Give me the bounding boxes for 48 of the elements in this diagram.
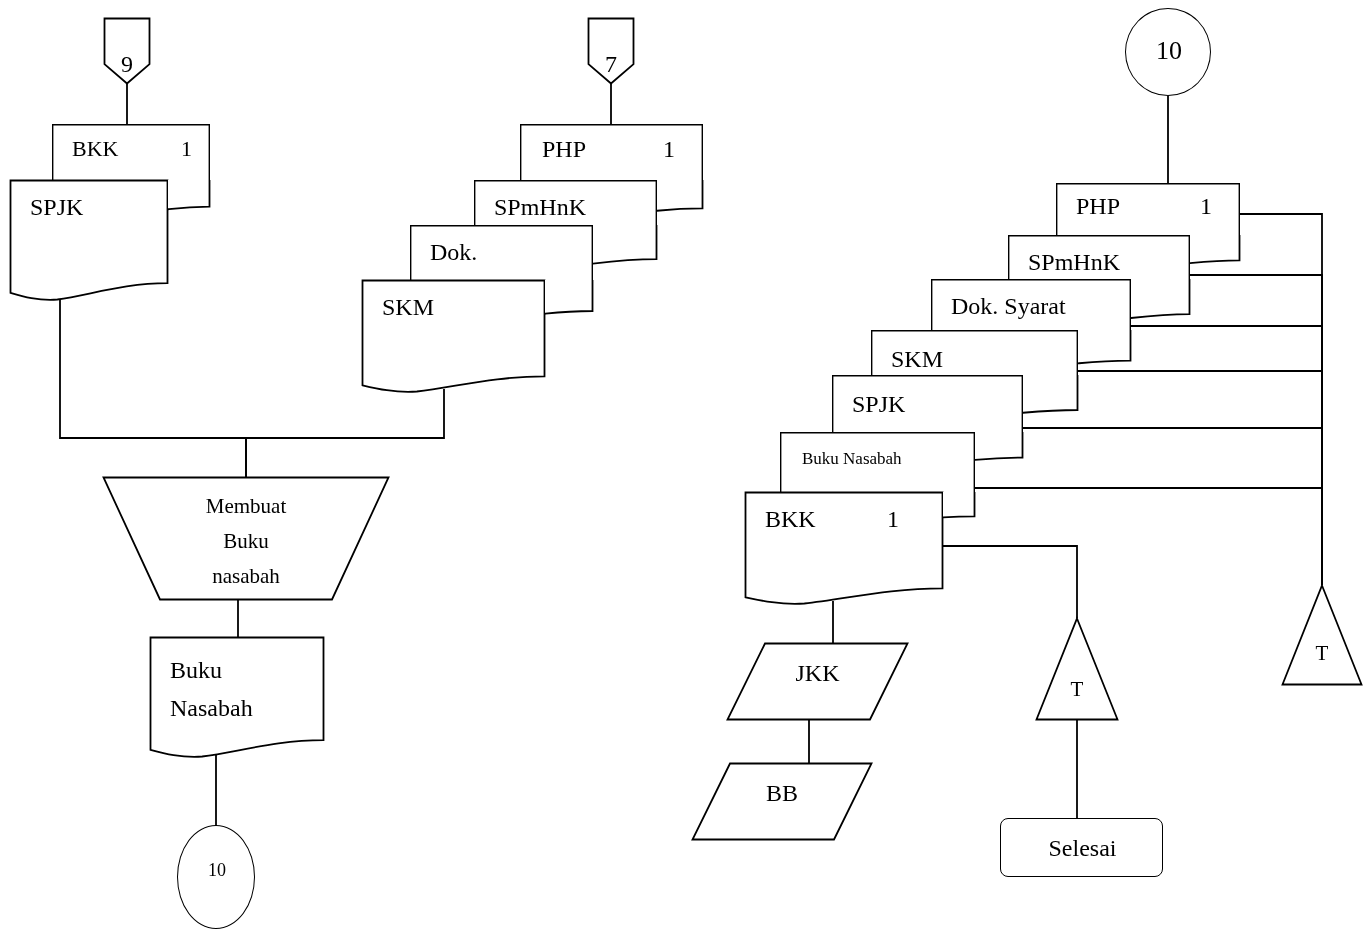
data-parallelogram <box>727 643 908 720</box>
document-shape <box>150 637 324 757</box>
node-label: SPmHnK <box>494 194 587 222</box>
node-label: Dok. Syarat <box>951 293 1066 321</box>
connector-line <box>1167 95 1169 184</box>
terminal-shape <box>1000 818 1163 877</box>
connector-line <box>245 388 445 478</box>
connector-line <box>832 600 834 644</box>
node-label: Dok. <box>430 239 478 267</box>
connector-line <box>1076 719 1078 819</box>
connector-line <box>215 753 217 826</box>
node-label: T <box>1069 675 1085 703</box>
node-label: 1 <box>1200 193 1212 221</box>
node-label: Selesai <box>1047 833 1118 863</box>
node-label: JKK <box>794 658 841 688</box>
node-label: Membuat Buku nasabah <box>204 493 288 590</box>
node-label: 1 <box>181 136 192 162</box>
connector-line <box>942 545 1078 619</box>
node-label: Buku Nasabah <box>802 449 902 469</box>
node-label: SKM <box>891 346 944 374</box>
node-label: SPJK <box>852 391 906 419</box>
node-label: BKK <box>765 506 816 534</box>
connector-line <box>808 719 810 764</box>
node-label: 1 <box>663 136 675 164</box>
node-label: 7 <box>604 50 618 80</box>
node-label: SPJK <box>30 194 84 222</box>
node-label: BKK <box>72 136 119 162</box>
connector-line <box>126 83 128 125</box>
offpage-connector <box>588 18 634 84</box>
node-label: 10 <box>1155 35 1183 68</box>
node-label: PHP <box>1076 193 1121 221</box>
connector-line <box>237 599 239 638</box>
node-label: SKM <box>382 294 435 322</box>
node-label: Buku Nasabah <box>170 656 254 723</box>
archive-triangle <box>1036 618 1118 720</box>
offpage-connector <box>104 18 150 84</box>
node-label: SPmHnK <box>1028 249 1121 277</box>
node-label: 1 <box>887 506 899 534</box>
node-label: PHP <box>542 136 587 164</box>
node-label: 10 <box>207 858 227 882</box>
node-label: T <box>1314 639 1330 667</box>
node-label: BB <box>765 778 799 808</box>
node-label: 9 <box>120 50 134 80</box>
archive-triangle <box>1282 585 1362 685</box>
manual-operation-shape <box>103 477 389 600</box>
data-parallelogram <box>692 763 872 840</box>
document-shape <box>745 492 943 604</box>
connector-line <box>610 83 612 125</box>
